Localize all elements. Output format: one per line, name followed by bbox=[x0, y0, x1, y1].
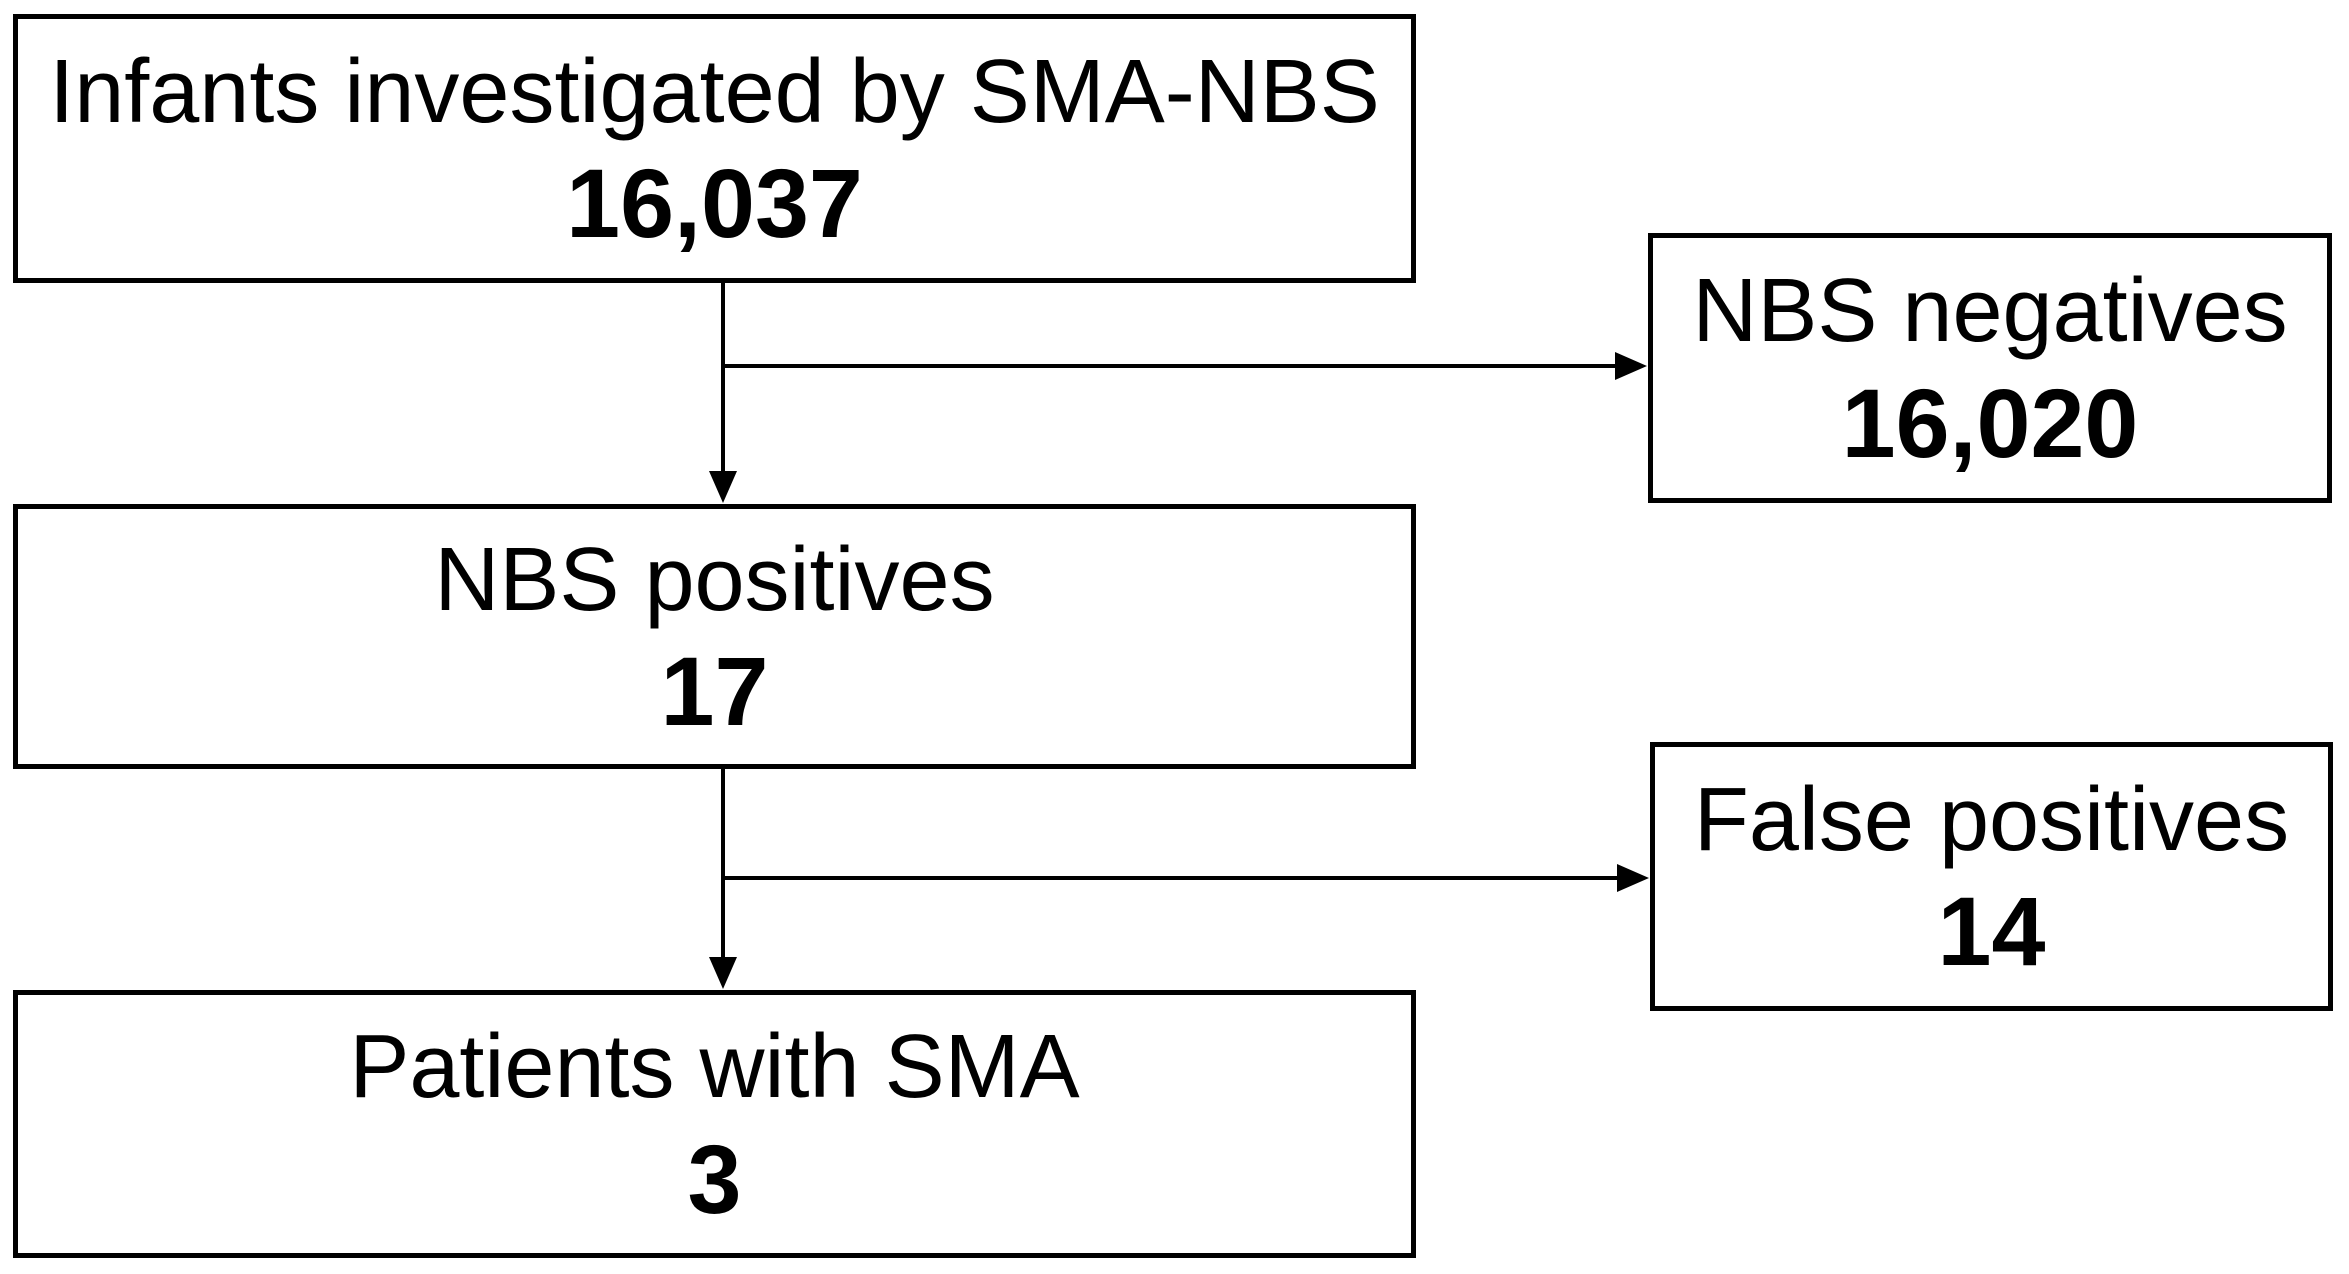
node-nbs-negatives-label: NBS negatives bbox=[1692, 261, 2288, 362]
node-nbs-positives-label: NBS positives bbox=[434, 529, 995, 630]
node-nbs-negatives: NBS negatives 16,020 bbox=[1648, 233, 2332, 503]
arrow-nbs-positives-to-patients-with-sma bbox=[709, 767, 737, 989]
node-nbs-negatives-value: 16,020 bbox=[1841, 368, 2139, 478]
arrow-nbs-positives-to-false-positives bbox=[721, 864, 1649, 892]
node-patients-with-sma-label: Patients with SMA bbox=[349, 1017, 1080, 1118]
node-false-positives-label: False positives bbox=[1693, 769, 2290, 870]
arrow-investigated-to-nbs-negatives bbox=[721, 352, 1647, 380]
node-nbs-positives-value: 17 bbox=[660, 637, 769, 747]
node-infants-investigated: Infants investigated by SMA-NBS 16,037 bbox=[13, 14, 1416, 283]
arrow-investigated-to-nbs-positives bbox=[709, 281, 737, 503]
node-infants-investigated-value: 16,037 bbox=[566, 149, 863, 259]
node-false-positives-value: 14 bbox=[1937, 877, 2046, 987]
node-false-positives: False positives 14 bbox=[1650, 742, 2333, 1011]
node-infants-investigated-label: Infants investigated by SMA-NBS bbox=[49, 41, 1380, 142]
node-patients-with-sma: Patients with SMA 3 bbox=[13, 990, 1416, 1258]
node-patients-with-sma-value: 3 bbox=[687, 1124, 742, 1234]
node-nbs-positives: NBS positives 17 bbox=[13, 504, 1416, 769]
